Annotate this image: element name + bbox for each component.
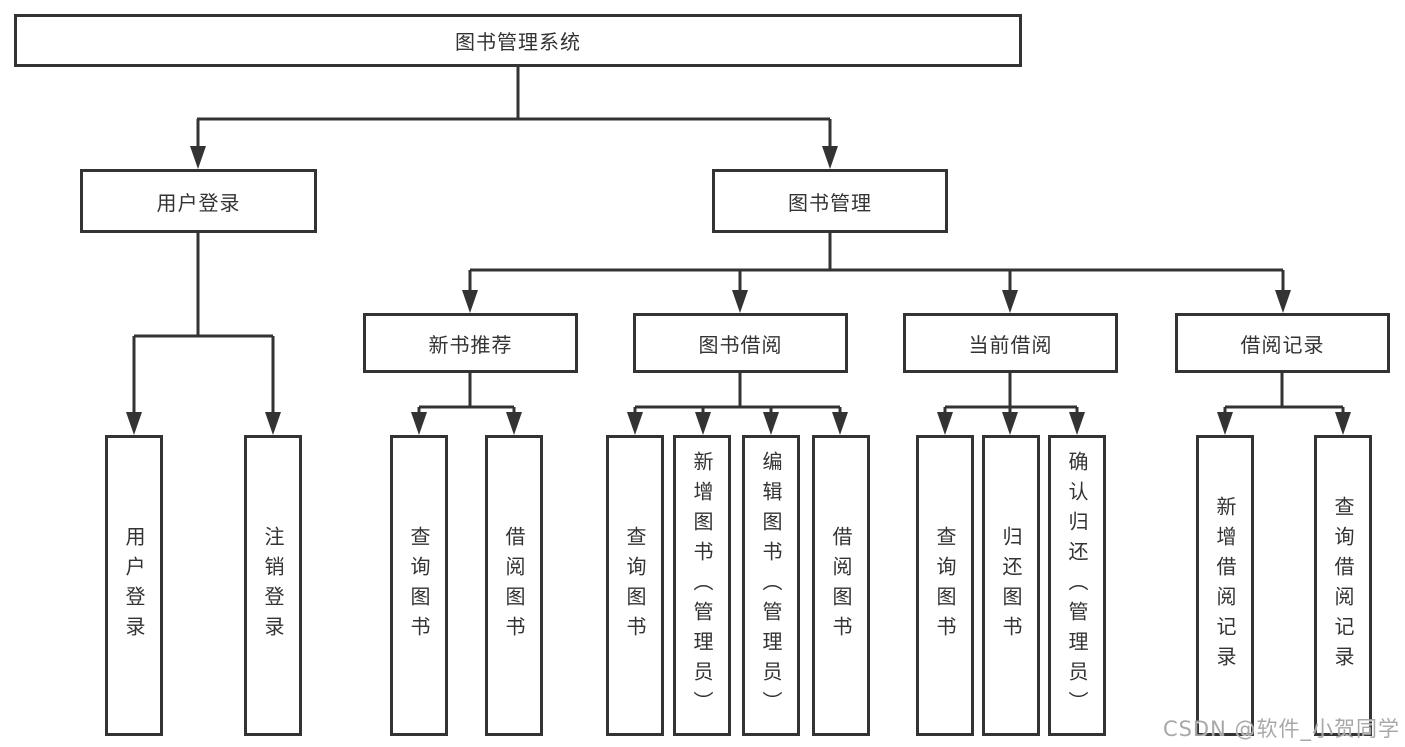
leaf-label: 查询借阅记录 — [1331, 495, 1355, 676]
leaf-label: 归还图书 — [999, 525, 1023, 646]
connector-arrowheads — [126, 146, 1351, 435]
leaf-label: 用户登录 — [122, 525, 146, 646]
leaf-logout: 注销登录 — [244, 435, 302, 736]
node-label: 图书管理系统 — [455, 30, 581, 54]
leaf-recommend-borrow-books: 借阅图书 — [485, 435, 543, 736]
leaf-edit-books-admin: 编辑图书（管理员） — [742, 435, 800, 736]
node-new-book-recommend: 新书推荐 — [363, 313, 578, 373]
leaf-label: 查询图书 — [933, 525, 957, 646]
node-label: 图书管理 — [788, 190, 872, 215]
leaf-current-query-books: 查询图书 — [916, 435, 974, 736]
node-label: 借阅记录 — [1240, 332, 1325, 357]
leaf-label: 注销登录 — [261, 525, 285, 646]
leaf-label: 借阅图书 — [502, 525, 526, 646]
leaf-return-books: 归还图书 — [982, 435, 1040, 736]
node-current-borrow: 当前借阅 — [903, 313, 1118, 373]
node-book-management: 图书管理 — [712, 169, 948, 233]
node-label: 新书推荐 — [428, 332, 513, 357]
node-label: 图书借阅 — [698, 332, 783, 357]
leaf-label: 借阅图书 — [829, 525, 853, 646]
leaf-label: 确认归还（管理员） — [1065, 450, 1089, 721]
node-label: 用户登录 — [156, 190, 241, 215]
leaf-label: 查询图书 — [407, 525, 431, 646]
leaf-query-borrow-record: 查询借阅记录 — [1314, 435, 1372, 736]
leaf-borrow-books: 借阅图书 — [812, 435, 870, 736]
connector-lines — [132, 67, 1345, 419]
leaf-recommend-query-books: 查询图书 — [390, 435, 448, 736]
leaf-label: 新增图书（管理员） — [690, 450, 714, 721]
node-borrow-records: 借阅记录 — [1175, 313, 1390, 373]
leaf-label: 新增借阅记录 — [1213, 495, 1237, 676]
leaf-label: 编辑图书（管理员） — [759, 450, 783, 721]
node-book-borrow: 图书借阅 — [633, 313, 848, 373]
node-library-management-system: 图书管理系统 — [14, 14, 1022, 67]
leaf-user-login: 用户登录 — [105, 435, 163, 736]
node-label: 当前借阅 — [968, 332, 1053, 357]
leaf-borrow-query-books: 查询图书 — [606, 435, 664, 736]
leaf-add-borrow-record: 新增借阅记录 — [1196, 435, 1254, 736]
leaf-add-books-admin: 新增图书（管理员） — [673, 435, 731, 736]
leaf-confirm-return-admin: 确认归还（管理员） — [1048, 435, 1106, 736]
node-user-login: 用户登录 — [80, 169, 317, 233]
leaf-label: 查询图书 — [623, 525, 647, 646]
